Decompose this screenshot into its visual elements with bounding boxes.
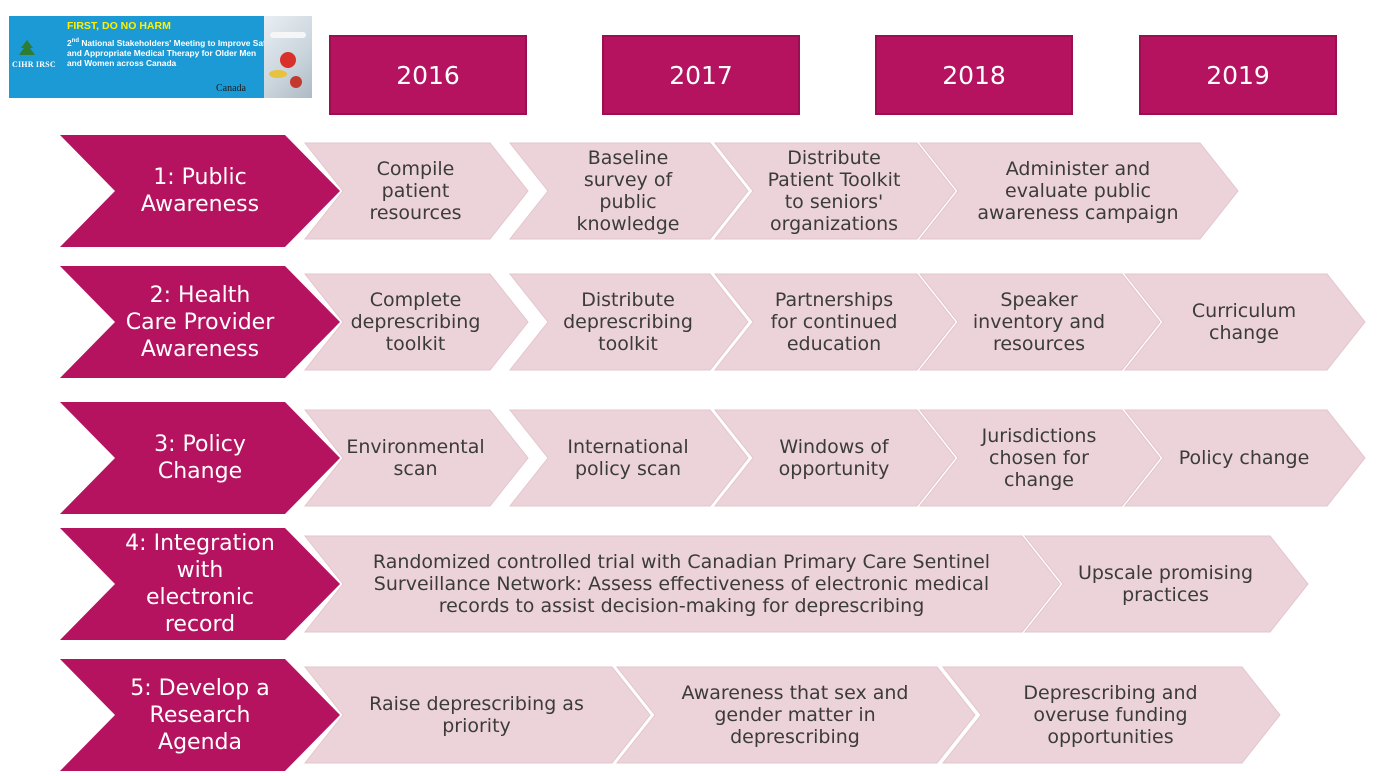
step-label-line: resources xyxy=(973,333,1105,355)
step-label-line: Compile xyxy=(369,158,461,180)
step-label: Randomized controlled trial with Canadia… xyxy=(335,536,1028,632)
step-label-line: Windows of xyxy=(779,436,890,458)
step-label-line: Partnerships xyxy=(771,289,898,311)
step-label-line: deprescribing xyxy=(682,726,909,748)
step-label-line: inventory and xyxy=(973,311,1105,333)
step-label-line: patient xyxy=(369,180,461,202)
row-header-label-line: 5: Develop a xyxy=(130,675,269,702)
step-label-line: for continued xyxy=(771,311,898,333)
step-label-line: Environmental xyxy=(346,436,484,458)
step-label-line: records to assist decision-making for de… xyxy=(373,595,990,617)
step-label-line: deprescribing xyxy=(351,311,481,333)
step-label-line: to seniors' xyxy=(768,191,901,213)
row-header-label-line: 2: Health xyxy=(126,282,275,309)
row-header-label-line: Awareness xyxy=(141,191,259,218)
step-label-line: Policy change xyxy=(1179,447,1310,469)
step-label-line: evaluate public xyxy=(977,180,1178,202)
step-label-line: International xyxy=(567,436,688,458)
step-label: Distributedeprescribingtoolkit xyxy=(540,274,716,370)
row-header-label-line: Awareness xyxy=(126,336,275,363)
step-label: Internationalpolicy scan xyxy=(540,410,716,506)
step-label-line: Upscale promising xyxy=(1078,562,1253,584)
step-label-line: Randomized controlled trial with Canadia… xyxy=(373,551,990,573)
step-label-line: change xyxy=(1192,322,1296,344)
step-label-line: chosen for xyxy=(982,447,1097,469)
step-label-line: Raise deprescribing as xyxy=(369,693,584,715)
step-label: Speakerinventory andresources xyxy=(950,274,1128,370)
step-label-line: overuse funding xyxy=(1023,704,1197,726)
row-header-label-line: with xyxy=(125,557,275,584)
step-label-line: education xyxy=(771,333,898,355)
step-label-line: policy scan xyxy=(567,458,688,480)
step-label-line: toolkit xyxy=(351,333,481,355)
step-label-line: resources xyxy=(369,202,461,224)
row-header-label-line: Research xyxy=(130,702,269,729)
row-header-label-line: 4: Integration xyxy=(125,530,275,557)
step-label-line: Administer and xyxy=(977,158,1178,180)
row-header-label-line: Care Provider xyxy=(126,309,275,336)
step-label-line: opportunity xyxy=(779,458,890,480)
step-label-line: priority xyxy=(369,715,584,737)
step-label-line: survey of xyxy=(577,169,680,191)
step-label-line: awareness campaign xyxy=(977,202,1178,224)
row-header-label-line: Change xyxy=(154,458,246,485)
step-label-line: public xyxy=(577,191,680,213)
step-label-line: Distribute xyxy=(563,289,693,311)
step-label-line: Baseline xyxy=(577,147,680,169)
step-label-line: Speaker xyxy=(973,289,1105,311)
row-header-label-line: record xyxy=(125,611,275,638)
step-label-line: Jurisdictions xyxy=(982,425,1097,447)
step-label-line: change xyxy=(982,469,1097,491)
step-label-line: toolkit xyxy=(563,333,693,355)
step-label-line: opportunities xyxy=(1023,726,1197,748)
step-label: Completedeprescribingtoolkit xyxy=(335,274,496,370)
step-label-line: Complete xyxy=(351,289,481,311)
step-label-line: gender matter in xyxy=(682,704,909,726)
step-label-line: Awareness that sex and xyxy=(682,682,909,704)
step-label-line: deprescribing xyxy=(563,311,693,333)
row-header-label-line: Agenda xyxy=(130,729,269,756)
step-label-line: scan xyxy=(346,458,484,480)
step-label-line: Deprescribing and xyxy=(1023,682,1197,704)
step-label-line: knowledge xyxy=(577,213,680,235)
step-label-line: Surveillance Network: Assess effectivene… xyxy=(373,573,990,595)
step-label-line: organizations xyxy=(768,213,901,235)
row-header-label-line: electronic xyxy=(125,584,275,611)
step-label: Policy change xyxy=(1155,410,1333,506)
step-label-line: practices xyxy=(1078,584,1253,606)
step-label-line: Patient Toolkit xyxy=(768,169,901,191)
step-label-line: Distribute xyxy=(768,147,901,169)
row-header-label-line: 1: Public xyxy=(141,164,259,191)
row-header-label-line: 3: Policy xyxy=(154,431,246,458)
step-label-line: Curriculum xyxy=(1192,300,1296,322)
